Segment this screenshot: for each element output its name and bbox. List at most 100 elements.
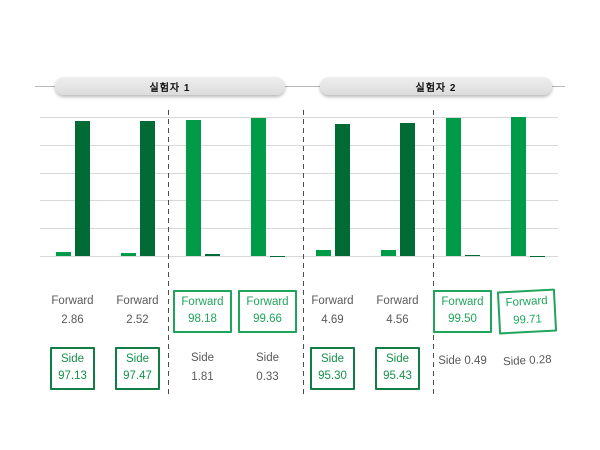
side-text: Side 1.81 [190,352,215,383]
side-cell: Side 95.30 [310,343,355,393]
side-label: Side [60,352,85,365]
forward-value: 4.56 [386,313,409,326]
side-cell: Side 95.43 [375,343,420,393]
forward-bar [55,252,71,256]
side-text: Side 0.28 [502,353,553,369]
side-bar [74,121,90,256]
bar-pair [170,117,235,256]
side-label: Side [125,352,150,365]
side-box: Side 95.30 [310,346,355,390]
forward-label: Forward [441,295,484,308]
bar-pair [235,117,300,256]
side-text: Side 0.33 [255,352,280,383]
forward-cell: Forward 99.50 [433,287,492,335]
header-axis-line [35,86,565,87]
forward-box: Forward 98.18 [173,289,232,333]
side-cell: Side 97.13 [50,343,95,393]
side-cell: Side 1.81 [191,343,214,393]
forward-value: 99.50 [448,313,477,325]
forward-label: Forward [246,295,289,308]
gridline [40,200,558,202]
separator-line [433,110,434,397]
bar-pair [40,117,105,256]
forward-box: Forward 99.50 [433,289,492,333]
side-value: 97.13 [58,370,87,382]
bar-pair [430,117,495,256]
forward-box: Forward 99.71 [497,288,558,334]
forward-value: 4.69 [321,313,344,326]
forward-bar [120,252,136,256]
forward-value: 98.18 [188,313,217,325]
side-value: 0.33 [256,370,279,383]
gridline [40,172,558,174]
side-value: 1.81 [191,370,214,383]
bar-pair [495,117,560,256]
forward-cell: Forward 98.18 [173,287,232,335]
side-bar [399,123,415,256]
gridline [40,117,558,118]
forward-cell: Forward 4.69 [311,287,353,335]
side-cell: Side 0.28 [503,343,552,393]
group-label-subject-2: 실험자 2 [320,77,552,95]
side-cell: Side 0.49 [438,343,487,393]
side-text: Side 0.49 [438,355,487,367]
forward-bar [250,117,266,256]
bar-pair [365,117,430,256]
side-label: Side [190,352,215,364]
forward-text: Forward 2.52 [116,295,159,326]
side-box: Side 97.13 [50,346,95,390]
bar-pair [300,117,365,256]
side-bar [334,123,350,256]
bar-pair [105,117,170,256]
group-label-subject-1: 실험자 1 [55,77,285,95]
forward-label: Forward [311,295,354,307]
side-cell: Side 0.33 [256,343,279,393]
bars-row [40,117,560,256]
side-bar [269,255,285,256]
separator-line [303,110,304,397]
forward-label: Forward [51,295,94,307]
forward-bar [315,249,331,256]
forward-label: Forward [181,295,224,308]
side-label: Side [255,352,280,364]
side-bar [204,253,220,256]
forward-box: Forward 99.66 [238,289,297,333]
forward-cell: Forward 4.56 [376,287,418,335]
gridline [40,144,558,146]
side-label: Side [320,352,345,365]
forward-bar [510,117,526,256]
side-value: 95.43 [383,370,412,382]
forward-label: Forward [505,294,549,309]
side-label: Side [385,352,410,365]
side-bar [139,120,155,256]
forward-value: 2.52 [126,313,149,326]
side-box: Side 95.43 [375,346,420,390]
forward-label: Forward [116,295,159,307]
plot-area [40,117,560,257]
side-bar [464,255,480,256]
forward-cell: Forward 2.52 [116,287,158,335]
forward-cell: Forward 99.71 [497,287,558,335]
forward-text: Forward 4.56 [376,295,419,326]
separator-line [168,110,169,397]
forward-label: Forward [376,295,419,307]
gridline [40,256,558,257]
side-value: 95.30 [318,370,347,382]
forward-bar [445,117,461,256]
forward-value: 99.66 [253,313,282,325]
forward-value: 99.71 [513,312,543,326]
